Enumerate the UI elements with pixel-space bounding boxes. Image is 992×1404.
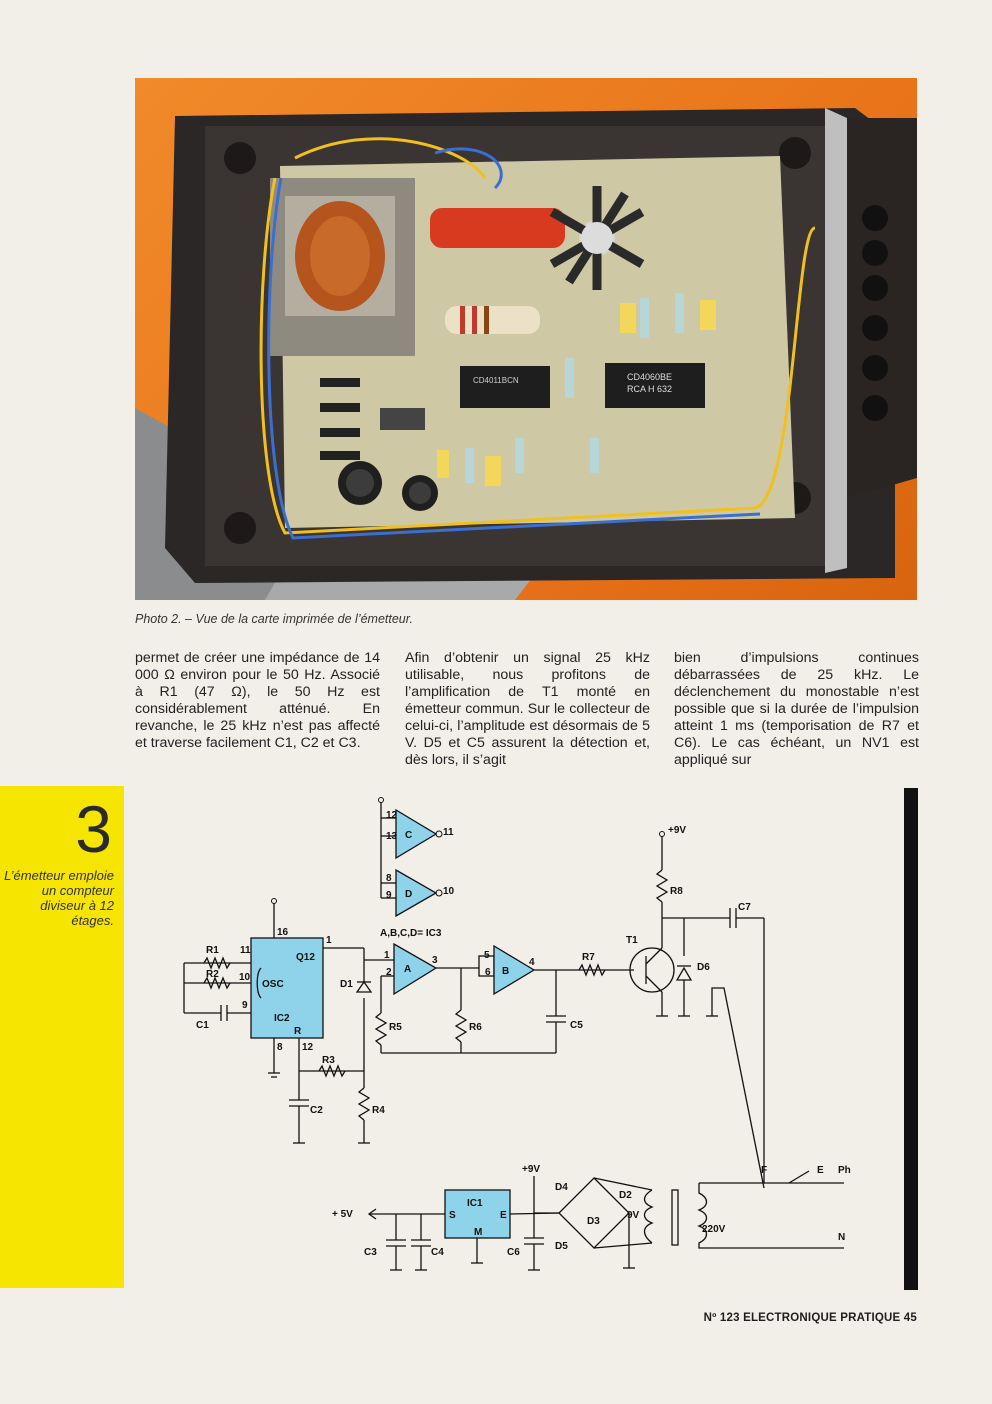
v220-label: 220V [702,1224,726,1235]
c4-label: C4 [431,1247,444,1258]
svg-text:12: 12 [302,1042,314,1053]
svg-text:16: 16 [277,927,289,938]
gate-a-label: A [404,964,411,975]
r7-label: R7 [582,952,595,963]
figure-number: 3 [75,792,112,866]
d1-label: D1 [340,979,353,990]
ic1-box [444,1189,511,1239]
chip-rca-marking: RCA H 632 [627,384,672,394]
osc-label: OSC [262,979,284,990]
svg-text:11: 11 [240,945,251,956]
ic2-box [250,937,324,1039]
black-bar [904,788,918,1290]
d3-label: D3 [587,1216,600,1227]
reset-label: R [294,1026,302,1037]
page-footer: Nº 123 ELECTRONIQUE PRATIQUE 45 [703,1312,917,1324]
c2-label: C2 [310,1105,323,1116]
text-column-2: Afin d’obtenir un signal 25 kHz utilisab… [405,650,650,769]
pcb-photo: CD4011BCN CD4060BE RCA H 632 [135,78,917,600]
plus9v-bottom: +9V [522,1164,540,1175]
photo-caption: Photo 2. – Vue de la carte imprimée de l… [135,612,413,626]
circuit-schematic: OSC IC2 Q12 R 16 8 12 R1 11 R2 10 9 C1 R… [183,797,851,1271]
r3-label: R3 [322,1055,335,1066]
c3-label: C3 [364,1247,377,1258]
svg-text:12: 12 [386,810,398,821]
plus9v-top: +9V [668,825,686,836]
c5-label: C5 [570,1020,583,1031]
ic1-label: IC1 [467,1198,483,1209]
paragraph-1: permet de créer une impédance de 14 000 … [135,650,380,751]
ic1-s-label: S [449,1210,456,1221]
d5-label: D5 [555,1241,568,1252]
r6-label: R6 [469,1022,482,1033]
r8-label: R8 [670,886,683,897]
gate-d-label: D [405,889,412,900]
d4-label: D4 [555,1182,568,1193]
svg-text:6: 6 [485,967,491,978]
svg-text:13: 13 [386,831,398,842]
svg-text:1: 1 [384,950,390,961]
paragraph-3: bien d’impulsions continues débarrassées… [674,650,919,768]
n-label: N [838,1232,845,1243]
svg-text:10: 10 [443,886,455,897]
chip-cd4011-marking: CD4011BCN [473,376,519,385]
ic1-e-label: E [500,1210,507,1221]
d6-label: D6 [697,962,710,973]
svg-text:11: 11 [443,827,454,838]
gate-b-label: B [502,966,509,977]
c6-label: C6 [507,1247,520,1258]
svg-text:8: 8 [277,1042,283,1053]
svg-text:4: 4 [529,957,535,968]
gates-label: A,B,C,D= IC3 [380,928,442,939]
figure-sidebar: 3 L’émetteur emploie un compteur diviseu… [0,786,124,1288]
gate-c-label: C [405,830,412,841]
svg-text:10: 10 [239,972,251,983]
svg-text:9: 9 [242,1000,248,1011]
text-column-3: bien d’impulsions continues débarrassées… [674,650,919,769]
text-column-1: permet de créer une impédance de 14 000 … [135,650,380,752]
e-label: E [817,1165,824,1176]
svg-text:1: 1 [326,935,332,946]
f-label: F [761,1165,767,1176]
plus5v-label: + 5V [332,1209,353,1220]
r4-label: R4 [372,1105,385,1116]
ic2-label: IC2 [274,1013,290,1024]
chip-cd4060-marking: CD4060BE [627,372,672,382]
c1-label: C1 [196,1020,209,1031]
paragraph-2: Afin d’obtenir un signal 25 kHz utilisab… [405,650,650,768]
ic1-m-label: M [474,1227,482,1238]
figure-caption: L’émetteur emploie un compteur diviseur … [4,868,114,928]
t1-label: T1 [626,935,638,946]
q12-label: Q12 [296,952,315,963]
r2-label: R2 [206,969,219,980]
d2-label: D2 [619,1190,632,1201]
r1-label: R1 [206,945,219,956]
ph-label: Ph [838,1165,851,1176]
svg-text:8: 8 [386,873,392,884]
r5-label: R5 [389,1022,402,1033]
svg-text:9: 9 [386,890,392,901]
svg-text:2: 2 [386,967,392,978]
v9-label: 9V [627,1210,640,1221]
svg-text:3: 3 [432,955,438,966]
c7-label: C7 [738,902,751,913]
svg-text:5: 5 [484,950,490,961]
